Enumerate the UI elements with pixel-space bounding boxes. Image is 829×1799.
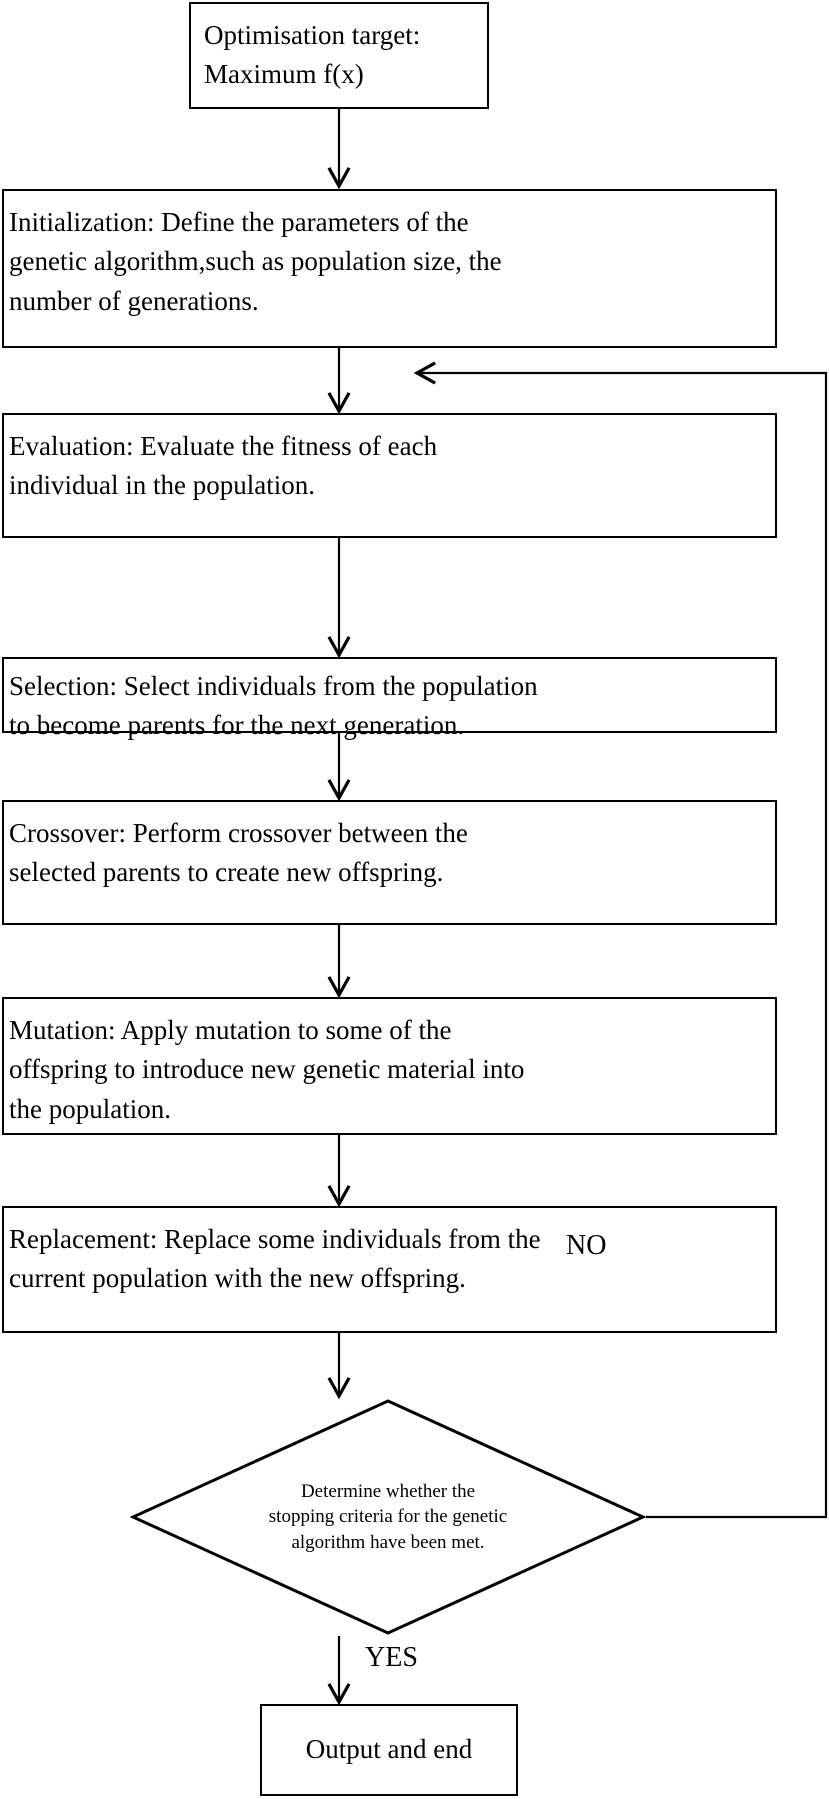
node-mutation[interactable]: Mutation: Apply mutation to some of the … bbox=[2, 997, 777, 1135]
edge-decision-no-loopback bbox=[413, 361, 828, 1519]
node-initialization-text: Initialization: Define the parameters of… bbox=[9, 207, 502, 316]
node-replacement-text: Replacement: Replace some individuals fr… bbox=[9, 1224, 541, 1294]
edge-label-no: NO bbox=[566, 1230, 607, 1261]
node-optimisation-target[interactable]: Optimisation target: Maximum f(x) bbox=[189, 2, 489, 109]
node-crossover[interactable]: Crossover: Perform crossover between the… bbox=[2, 800, 777, 925]
diamond-shape bbox=[130, 1399, 646, 1635]
node-selection[interactable]: Selection: Select individuals from the p… bbox=[2, 657, 777, 740]
node-output-and-end-text: Output and end bbox=[305, 1734, 473, 1765]
node-initialization[interactable]: Initialization: Define the parameters of… bbox=[2, 189, 777, 348]
node-optimisation-target-text: Optimisation target: Maximum f(x) bbox=[204, 20, 421, 90]
edge-label-yes: YES bbox=[365, 1642, 418, 1673]
node-selection-text: Selection: Select individuals from the p… bbox=[9, 671, 538, 741]
node-output-and-end[interactable]: Output and end bbox=[260, 1704, 518, 1796]
node-stopping-criteria-decision-text: Determine whether the stopping criteria … bbox=[268, 1481, 508, 1553]
node-crossover-text: Crossover: Perform crossover between the… bbox=[9, 818, 468, 888]
node-stopping-criteria-decision[interactable]: Determine whether the stopping criteria … bbox=[130, 1398, 646, 1636]
node-replacement[interactable]: Replacement: Replace some individuals fr… bbox=[2, 1206, 777, 1333]
node-evaluation-text: Evaluation: Evaluate the fitness of each… bbox=[9, 431, 438, 501]
node-evaluation[interactable]: Evaluation: Evaluate the fitness of each… bbox=[2, 413, 777, 538]
node-mutation-text: Mutation: Apply mutation to some of the … bbox=[9, 1015, 525, 1124]
